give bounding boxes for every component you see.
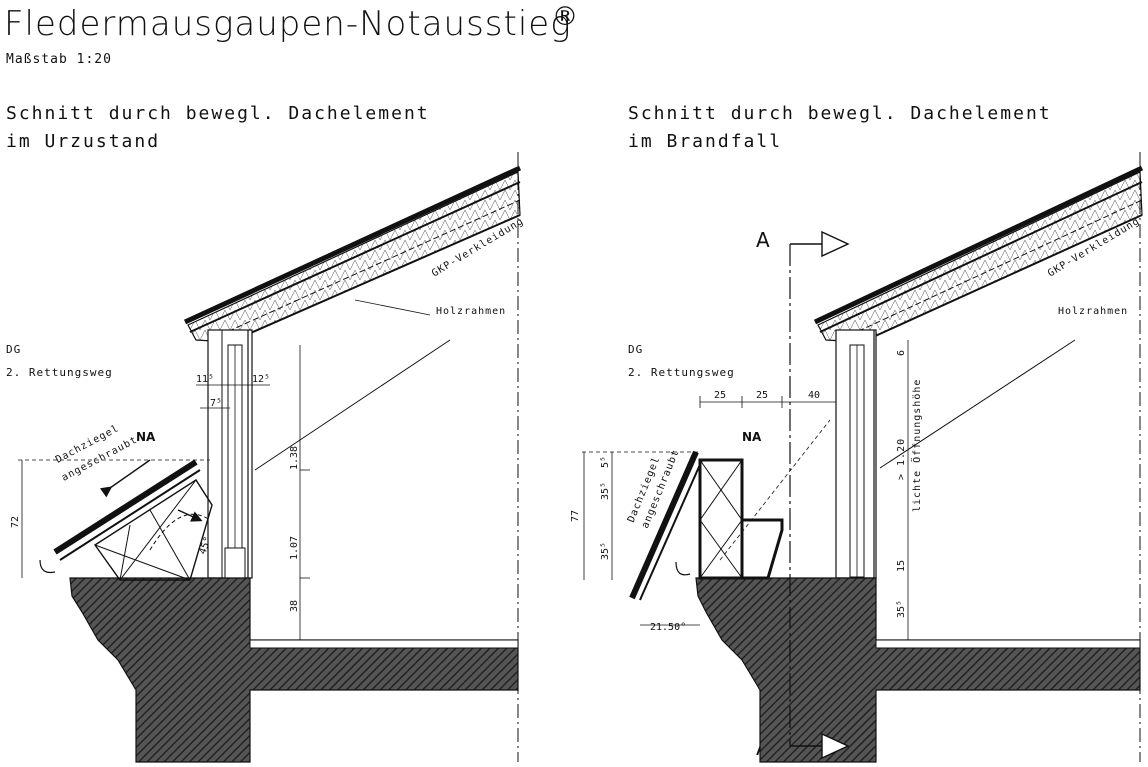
right-floor-slab <box>695 577 1141 763</box>
left-section-drawing: 11⁵ 12⁵ 7⁵ 72 1.38 1.07 38 45° <box>10 152 522 763</box>
left-wall <box>207 329 253 640</box>
left-dimensions <box>18 345 310 640</box>
left-close-arrow <box>177 509 203 522</box>
right-dim-h2: 25 <box>756 390 768 401</box>
right-floor-label: DG <box>628 343 644 356</box>
left-leader-frame-2 <box>354 299 431 316</box>
left-roof <box>183 165 522 343</box>
left-escape-label: 2. Rettungsweg <box>6 366 113 379</box>
right-leader-frame <box>879 339 1076 469</box>
right-escape-label: 2. Rettungsweg <box>628 366 735 379</box>
right-section-heading-line1: Schnitt durch bewegl. Dachelement <box>628 103 1052 124</box>
right-dim-v6: 15 <box>896 560 907 572</box>
left-na-label: NA <box>136 430 156 444</box>
left-frame-label: Holzrahmen <box>436 306 507 317</box>
left-floor-slab <box>69 577 519 763</box>
left-dim-2: 12⁵ <box>252 374 270 385</box>
right-wall <box>835 329 877 640</box>
right-dim-v4: 77 <box>570 510 581 522</box>
drawing-title: Fledermausgaupen-Notausstieg <box>4 4 572 44</box>
right-section-line-aa <box>789 230 850 760</box>
left-section-heading-line1: Schnitt durch bewegl. Dachelement <box>6 103 430 124</box>
right-dim-h3: 40 <box>808 390 820 401</box>
right-dim-v3: 35⁵ <box>600 542 611 560</box>
left-dim-3: 7⁵ <box>210 398 222 409</box>
right-dim-v5: 6 <box>896 350 907 356</box>
right-frame-label: Holzrahmen <box>1058 306 1129 317</box>
right-roof <box>813 165 1144 343</box>
left-dim-6: 1.07 <box>289 536 300 560</box>
left-dim-5: 1.38 <box>289 446 300 470</box>
right-na-label: NA <box>742 430 762 444</box>
right-dim-v7: 35⁵ <box>896 600 907 618</box>
right-dim-h1: 25 <box>714 390 726 401</box>
right-hinged-roof-element <box>629 419 831 601</box>
left-leader-frame <box>254 339 451 471</box>
right-dimensions <box>582 340 909 640</box>
left-dim-4: 72 <box>10 516 21 528</box>
left-section-heading-line2: im Urzustand <box>6 131 161 152</box>
right-dim-v1: 5⁵ <box>600 456 611 468</box>
right-dim-v2: 35⁵ <box>600 482 611 500</box>
left-floor-label: DG <box>6 343 22 356</box>
section-marker-top: A <box>756 228 770 252</box>
registered-mark: ® <box>552 2 578 32</box>
right-section-drawing: 25 25 40 5⁵ 35⁵ 35⁵ 77 6 15 35⁵ 21.50° <box>570 152 1144 763</box>
left-dim-7: 38 <box>289 600 300 612</box>
right-dim-angle: 21.50° <box>650 622 686 633</box>
scale-label: Maßstab 1:20 <box>6 52 112 67</box>
right-section-heading-line2: im Brandfall <box>628 131 783 152</box>
left-dim-1: 11⁵ <box>196 374 214 385</box>
left-open-arrow <box>99 459 151 498</box>
left-hinged-roof-element <box>39 459 213 581</box>
